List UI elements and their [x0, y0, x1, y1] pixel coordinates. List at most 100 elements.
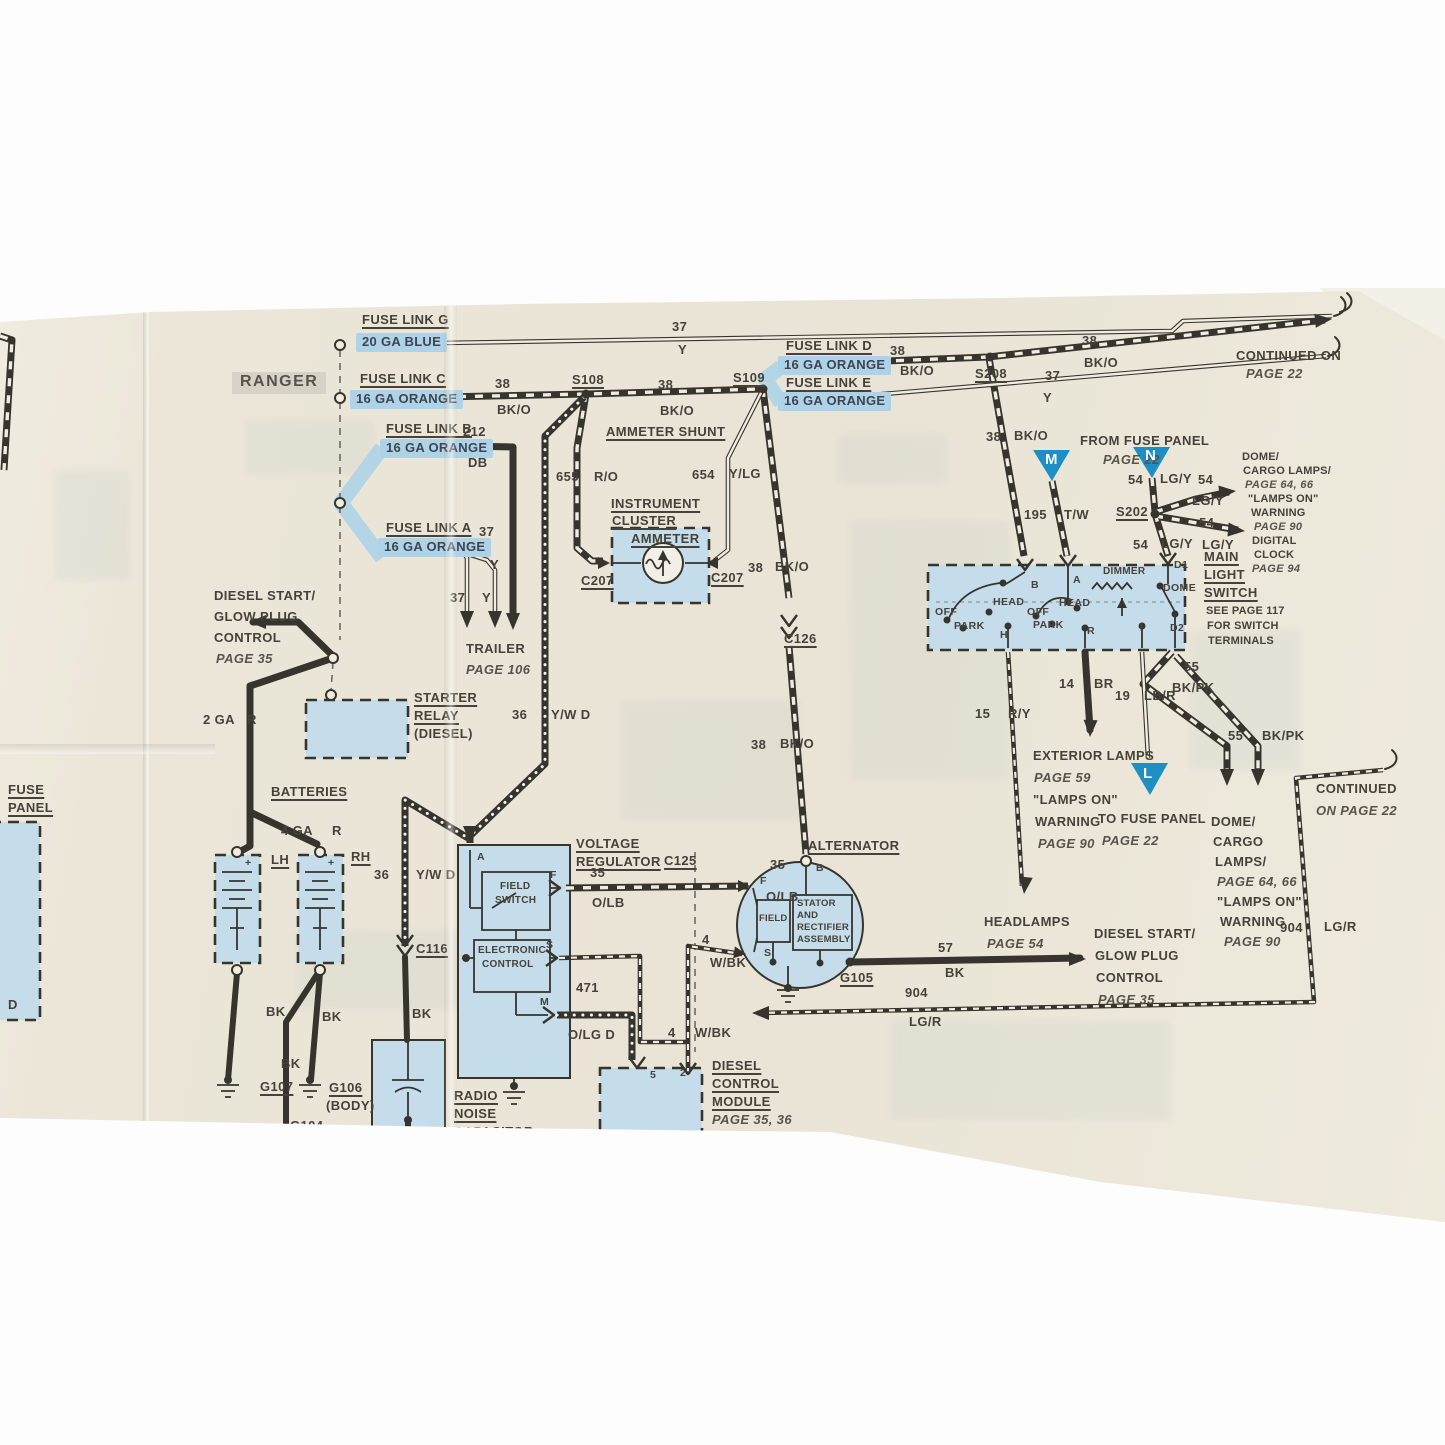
wire-655-num: 655: [556, 469, 579, 484]
wire-904-color-1: LG/R: [909, 1014, 942, 1029]
alt-term-b: B: [816, 862, 824, 874]
dome-lamps-bottom-7: PAGE 90: [1224, 934, 1281, 949]
fuse-link-b-name: FUSE LINK B: [386, 421, 473, 436]
tri-n-letter: N: [1145, 447, 1157, 464]
print-bleed: [890, 1020, 1170, 1120]
dome-lamps-top-3: PAGE 64, 66: [1245, 479, 1314, 491]
wire-bk-1: BK: [266, 1004, 286, 1019]
main-light-switch-2: LIGHT: [1204, 567, 1245, 582]
wire-37-color-a1: Y: [490, 557, 500, 572]
wire-212-color: DB: [468, 455, 488, 470]
conn-c207-left: C207: [581, 573, 614, 588]
dome-lamps-top-1: DOME/: [1242, 451, 1280, 463]
wire-654-color: Y/LG: [729, 466, 761, 481]
wire-14-num: 14: [1059, 676, 1075, 691]
wire-54-num-2: 54: [1198, 472, 1214, 487]
main-light-switch-4: SEE PAGE 117: [1206, 605, 1285, 617]
wire-4ga-num: 4 GA: [281, 823, 313, 838]
conn-c126: C126: [784, 631, 817, 646]
dome-lamps-top-2: CARGO LAMPS/: [1243, 465, 1331, 477]
fuse-link-a-name: FUSE LINK A: [386, 520, 472, 535]
starter-relay-box: [304, 698, 410, 760]
diesel-start-right-2: GLOW PLUG: [1095, 948, 1179, 963]
solid-wires: [237, 442, 1094, 966]
trailer-name: TRAILER: [466, 641, 526, 656]
wire-38-num-6: 38: [1082, 333, 1098, 348]
fuse-link-c-gauge: 16 GA ORANGE: [350, 390, 464, 409]
wire-212-num: 212: [463, 424, 486, 439]
from-fuse-panel-1: FROM FUSE PANEL: [1080, 433, 1210, 448]
exterior-lamps-4: WARNING: [1035, 814, 1101, 829]
dimmer-resistor-symbol: [1091, 581, 1133, 591]
starter-relay-2: RELAY: [414, 708, 459, 723]
fuse-link-g-gauge: 20 GA BLUE: [356, 333, 448, 352]
wire-38-color-2: BK/O: [660, 403, 695, 418]
print-bleed: [55, 470, 130, 580]
alternator-name: ALTERNATOR: [808, 838, 900, 853]
continued-br-2: ON PAGE 22: [1316, 803, 1398, 818]
ranger-tag: RANGER: [232, 372, 327, 394]
wire-35-num-2: 35: [770, 857, 786, 872]
mls-term-d2: D2: [1170, 622, 1185, 634]
main-light-switch-box: [926, 563, 1187, 652]
splice-s208: S208: [975, 366, 1007, 381]
wire-904-num-1: 904: [905, 985, 928, 1000]
alt-stator-3: RECTIFIER: [797, 922, 849, 933]
fuse-link-c-name: FUSE LINK C: [360, 371, 447, 386]
dome-lamps-bottom-6: WARNING: [1220, 914, 1286, 929]
wire-36-num-1: 36: [512, 707, 528, 722]
fuse-link-d-gauge: 16 GA ORANGE: [778, 356, 892, 375]
ground-g106-body: (BODY): [326, 1098, 375, 1113]
splice-s202: S202: [1116, 504, 1148, 519]
digital-clock-3: PAGE 94: [1252, 563, 1301, 575]
wire-4-num-2: 4: [668, 1025, 676, 1040]
dome-lamps-bottom-2: CARGO: [1213, 834, 1264, 849]
wire-2ga-num: 2 GA: [203, 712, 235, 727]
voltage-regulator-1: VOLTAGE: [576, 836, 640, 851]
wire-55-num-1: 55: [1184, 659, 1200, 674]
connector-guide-lines: [330, 350, 696, 1052]
triangle-m-icon: [1033, 450, 1070, 481]
print-bleed: [838, 434, 948, 484]
wire-38-color-7: BK/O: [1014, 428, 1049, 443]
mls-dimmer: DIMMER: [1103, 566, 1146, 577]
dome-lamps-top-5: WARNING: [1251, 507, 1306, 519]
wire-37-color-a2: Y: [482, 590, 492, 605]
conn-c125: C125: [664, 853, 697, 868]
fuse-link-a-gauge: 16 GA ORANGE: [378, 538, 492, 557]
exterior-lamps-2: PAGE 59: [1034, 770, 1091, 785]
vr-field-switch-2: SWITCH: [495, 895, 537, 906]
wire-36-num-2: 36: [374, 867, 390, 882]
dome-lamps-bottom-5: "LAMPS ON": [1217, 894, 1302, 909]
wire-54-color-4: LG/Y: [1161, 536, 1193, 551]
radio-cap-2: NOISE: [454, 1106, 497, 1121]
main-light-switch-1: MAIN: [1204, 549, 1239, 564]
vr-term-s: S: [546, 939, 554, 951]
diesel-start-right-3: CONTROL: [1096, 970, 1164, 985]
voltage-regulator-2: REGULATOR: [576, 854, 661, 869]
alternator-circle: [736, 861, 864, 989]
tri-m-letter: M: [1045, 451, 1058, 468]
mls-off-2: OFF: [1027, 606, 1050, 618]
splice-s109: S109: [733, 370, 765, 385]
digital-clock-2: CLOCK: [1254, 549, 1295, 561]
wire-37-num-top: 37: [672, 319, 688, 334]
wire-38-color-6: BK/O: [1084, 355, 1119, 370]
wire-195-color: T/W: [1064, 507, 1090, 522]
wire-904-color-2: LG/R: [1324, 919, 1357, 934]
wire-55-color-1: BK/PK: [1172, 680, 1215, 695]
ground-g107: G107: [260, 1079, 294, 1094]
wire-57-num: 57: [938, 940, 954, 955]
wire-54-num-1: 54: [1128, 472, 1144, 487]
dome-lamps-bottom-3: LAMPS/: [1215, 854, 1267, 869]
wire-38-num-7: 38: [986, 429, 1002, 444]
wire-14-color: BR: [1094, 676, 1114, 691]
ground-g104: G104: [290, 1118, 324, 1133]
wire-38-num-3: 38: [748, 560, 764, 575]
wire-37-color-top: Y: [678, 342, 688, 357]
alt-stator-1: STATOR: [797, 898, 836, 909]
triangle-l-icon: [1131, 763, 1168, 795]
ammeter-symbol: [612, 552, 709, 576]
ground-g105: G105: [840, 970, 874, 985]
